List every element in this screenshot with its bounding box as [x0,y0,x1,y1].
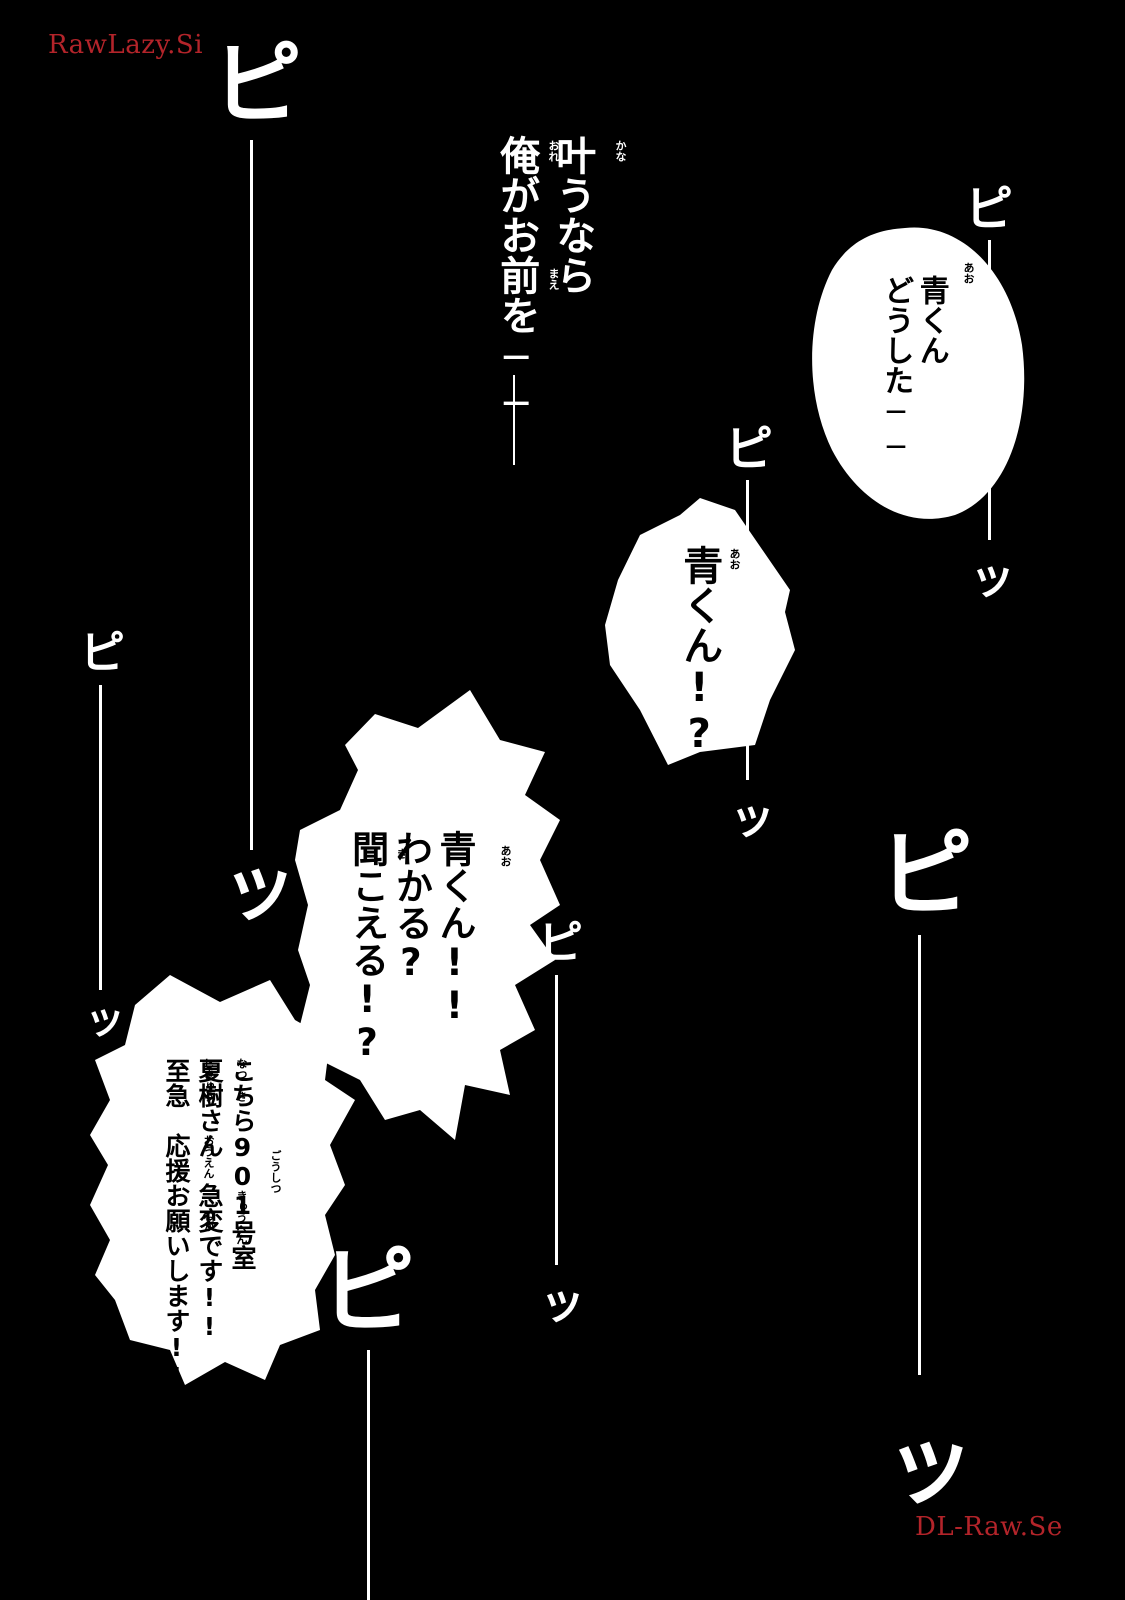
sfx-tsu-large-right: ッ [885,1412,975,1517]
bubble-4-ruby-kyuuhen: きゅうへん [235,1190,248,1245]
sfx-pi-large-bottom: ピ [320,1237,416,1347]
sfx-pi-large-right: ピ [878,820,974,930]
sfx-pi-large-1: ピ [212,32,302,137]
bubble-4-ruby-natsuki: なつ き [235,1058,248,1102]
bubble-3-ruby-ki: き [395,848,408,859]
bubble-4-ruby-nega: ねが [202,1210,215,1232]
sfx-pi-small-left: ピ [80,626,126,679]
bubble-3-text: 青くん!! わかる? 聞こえる!? [345,830,476,1064]
ruby-mae: まえ [547,268,560,290]
bubble-3-ruby-ao: あお [499,845,512,867]
sfx-tsu-small-left: ッ [85,997,125,1043]
sfx-line-right-top [988,240,991,540]
bubble-2-ruby: あお [728,548,741,570]
bubble-2-text: 青くん!? [676,545,723,757]
shout-bubble-spiky [295,690,560,1140]
sfx-line-large-right [918,935,921,1375]
sfx-tsu-middle: ッ [730,791,776,844]
dash-line [513,375,515,465]
watermark-top-left: RawLazy.Si [48,30,204,60]
sfx-line-1 [250,140,253,850]
bubble-1-text: 青くん どうした── [878,275,949,465]
sfx-line-large-bottom [367,1350,370,1600]
sfx-line-middle [746,480,749,780]
watermark-bottom-right: DL-Raw.Se [915,1512,1063,1542]
sfx-pi-right-top: ピ [965,181,1014,237]
sfx-tsu-large-1: ッ [222,843,298,931]
shout-bubble-alarm [90,975,355,1385]
narration-line-1: 叶うなら [549,135,596,295]
ruby-kana: かな [614,140,627,162]
bubble-4-ruby-goushitsu: ごうしつ [269,1150,282,1194]
sfx-pi-middle: ピ [725,421,774,477]
sfx-pi-small-center: ピ [538,916,584,969]
bubble-4-ruby-ouen: おうえん [202,1135,215,1179]
ruby-ore: おれ [547,140,560,162]
sfx-line-small-center [555,975,558,1265]
bubble-1-ruby: あお [962,262,975,284]
speech-bubble-oval [812,227,1025,519]
sfx-tsu-right-top: ッ [970,551,1016,604]
bubble-4-text: こちら901号室 夏樹さん 急変です!! 至急 応援お願いします!! [162,1058,257,1391]
bubble-4-ruby-shikyuu: しきゅう [202,1058,215,1102]
sfx-line-left [99,685,102,990]
sfx-tsu-small-center: ッ [540,1276,586,1329]
narration-line-2: 俺がお前を── [493,135,540,427]
